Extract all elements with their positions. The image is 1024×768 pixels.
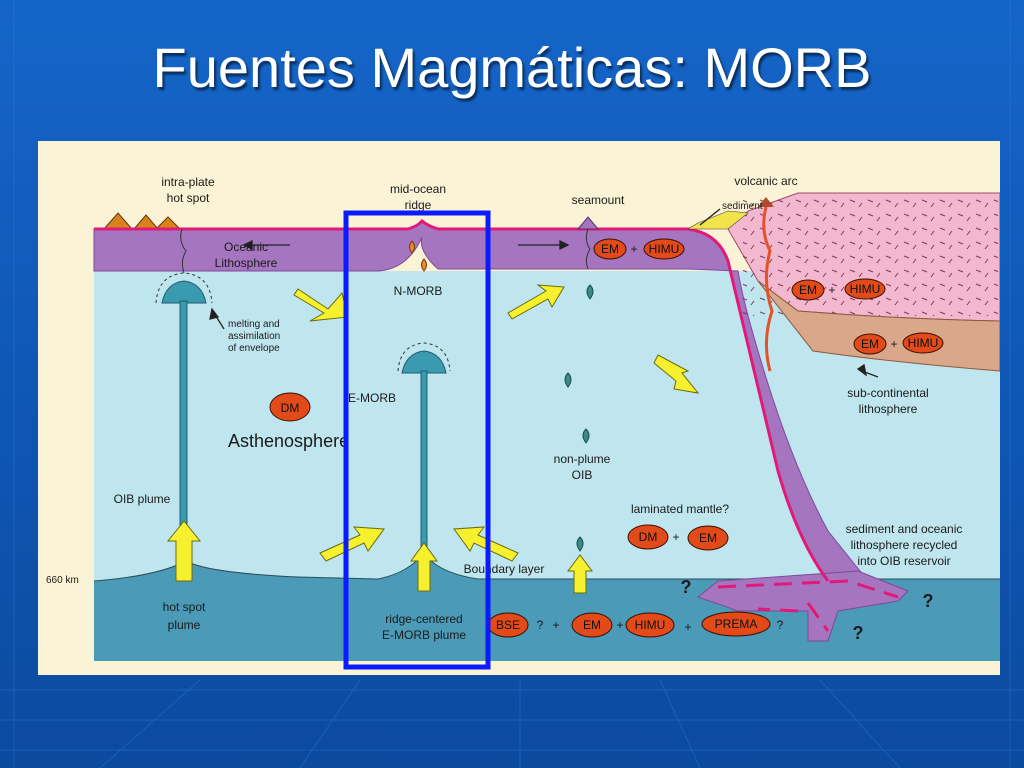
melt-droplets: [409, 240, 427, 272]
laminated-label: laminated mantle?: [631, 502, 729, 516]
plus-sign: +: [684, 620, 691, 634]
slab-root: [696, 570, 909, 642]
oib-plume-label: OIB plume: [114, 492, 171, 506]
reservoir-badge-em-arc: EM: [791, 279, 825, 301]
reservoir-badge-em-deep: EM: [571, 612, 613, 638]
plus-sign: +: [672, 530, 679, 544]
svg-text:HIMU: HIMU: [635, 618, 666, 632]
reservoir-badge-himu-deep: HIMU: [625, 612, 675, 638]
diagram-figure: intra-plate hot spot mid-ocean ridge sea…: [38, 141, 1000, 675]
hotspot-label-line1: hot spot: [163, 600, 206, 614]
arc-magma-conduit: [762, 206, 774, 372]
reservoir-badge-himu-ocean: HIMU: [643, 238, 685, 260]
nonplume-label-line1: non-plume: [554, 452, 611, 466]
subcont-label-line2: lithosphere: [859, 402, 918, 416]
svg-text:EM: EM: [861, 337, 879, 351]
ridgecentered-label-line2: E-MORB plume: [382, 628, 466, 642]
sediment-label: sediment: [722, 201, 763, 212]
hotspot-label-line2: plume: [168, 618, 201, 632]
midocean-label-line1: mid-ocean: [390, 182, 446, 196]
recycled-label-line3: into OIB reservoir: [857, 554, 950, 568]
plus-sign: +: [890, 337, 897, 351]
boundary-layer-label: Boundary layer: [464, 562, 545, 576]
reservoir-badge-em-laminated: EM: [687, 525, 729, 551]
midocean-label-line2: ridge: [405, 198, 432, 212]
morb-highlight-box: [343, 210, 491, 670]
svg-text:DM: DM: [639, 530, 658, 544]
plate-motion-arrows: [209, 208, 879, 378]
plus-sign: +: [616, 618, 623, 632]
melting-label-line1: melting and: [228, 319, 280, 330]
svg-text:BSE: BSE: [496, 618, 520, 632]
question-mark: ?: [853, 623, 864, 643]
svg-text:EM: EM: [601, 242, 619, 256]
emorb-plume-envelope: [397, 342, 451, 372]
subcont-label-line1: sub-continental: [847, 386, 928, 400]
intraplate-label-line1: intra-plate: [161, 175, 215, 189]
nmorb-label: N-MORB: [394, 284, 443, 298]
svg-text:HIMU: HIMU: [908, 336, 939, 350]
sediment-wedge: [686, 210, 749, 230]
mantle-diagram: intra-plate hot spot mid-ocean ridge sea…: [38, 141, 1000, 675]
question-mark: ?: [537, 618, 544, 632]
slab-dashed-boundaries: [717, 579, 899, 632]
volcanic-arc-peak: [758, 197, 774, 207]
plus-sign: +: [630, 242, 637, 256]
svg-text:EM: EM: [583, 618, 601, 632]
seamount-conduit: [585, 228, 591, 270]
convection-arrows: [166, 284, 700, 594]
reservoir-badge-prema: PREMA: [701, 611, 771, 637]
oceanic-label-line1: Oceanic: [224, 240, 268, 254]
question-mark: ?: [681, 577, 692, 597]
ridge-surface-line: [94, 218, 830, 582]
asthenosphere-label: Asthenosphere: [228, 431, 349, 451]
reservoir-badge-bse: BSE: [487, 612, 529, 638]
melting-label-line3: of envelope: [228, 343, 280, 354]
melting-label-line2: assimilation: [228, 331, 280, 342]
question-mark: ?: [777, 618, 784, 632]
reservoir-badge-himu-subcont: HIMU: [902, 332, 944, 354]
recycled-label-line2: lithosphere recycled: [851, 538, 958, 552]
intraplate-conduit: [180, 228, 187, 274]
depth-660-label: 660 km: [46, 575, 79, 586]
seamount-label: seamount: [572, 193, 625, 207]
boundary-line-660: [93, 552, 1000, 582]
svg-text:HIMU: HIMU: [649, 242, 680, 256]
ridgecentered-label-line1: ridge-centered: [385, 612, 462, 626]
nonplume-label-line2: OIB: [572, 468, 593, 482]
plus-sign: +: [552, 618, 559, 632]
oceanic-label-line2: Lithosphere: [215, 256, 278, 270]
volcanic-arc-label: volcanic arc: [734, 174, 797, 188]
reservoir-badge-em-subcont: EM: [853, 333, 887, 355]
svg-text:DM: DM: [281, 401, 300, 415]
svg-text:PREMA: PREMA: [715, 617, 758, 631]
reservoir-badge-himu-arc: HIMU: [844, 278, 886, 300]
reservoir-badge-em-ocean: EM: [593, 238, 627, 260]
question-mark: ?: [923, 591, 934, 611]
svg-text:HIMU: HIMU: [850, 282, 881, 296]
emorb-label: E-MORB: [348, 391, 396, 405]
reservoir-badge-dm-asthenosphere: DM: [269, 392, 311, 422]
intraplate-label-line2: hot spot: [167, 191, 210, 205]
plume-envelope: [155, 272, 213, 304]
recycled-label-line1: sediment and oceanic: [846, 522, 963, 536]
seamount-droplets: [564, 284, 594, 552]
svg-text:EM: EM: [699, 531, 717, 545]
reservoir-badge-dm-laminated: DM: [627, 524, 669, 550]
plus-sign: +: [828, 283, 835, 297]
slide-title: Fuentes Magmáticas: MORB: [152, 36, 872, 99]
svg-text:EM: EM: [799, 283, 817, 297]
